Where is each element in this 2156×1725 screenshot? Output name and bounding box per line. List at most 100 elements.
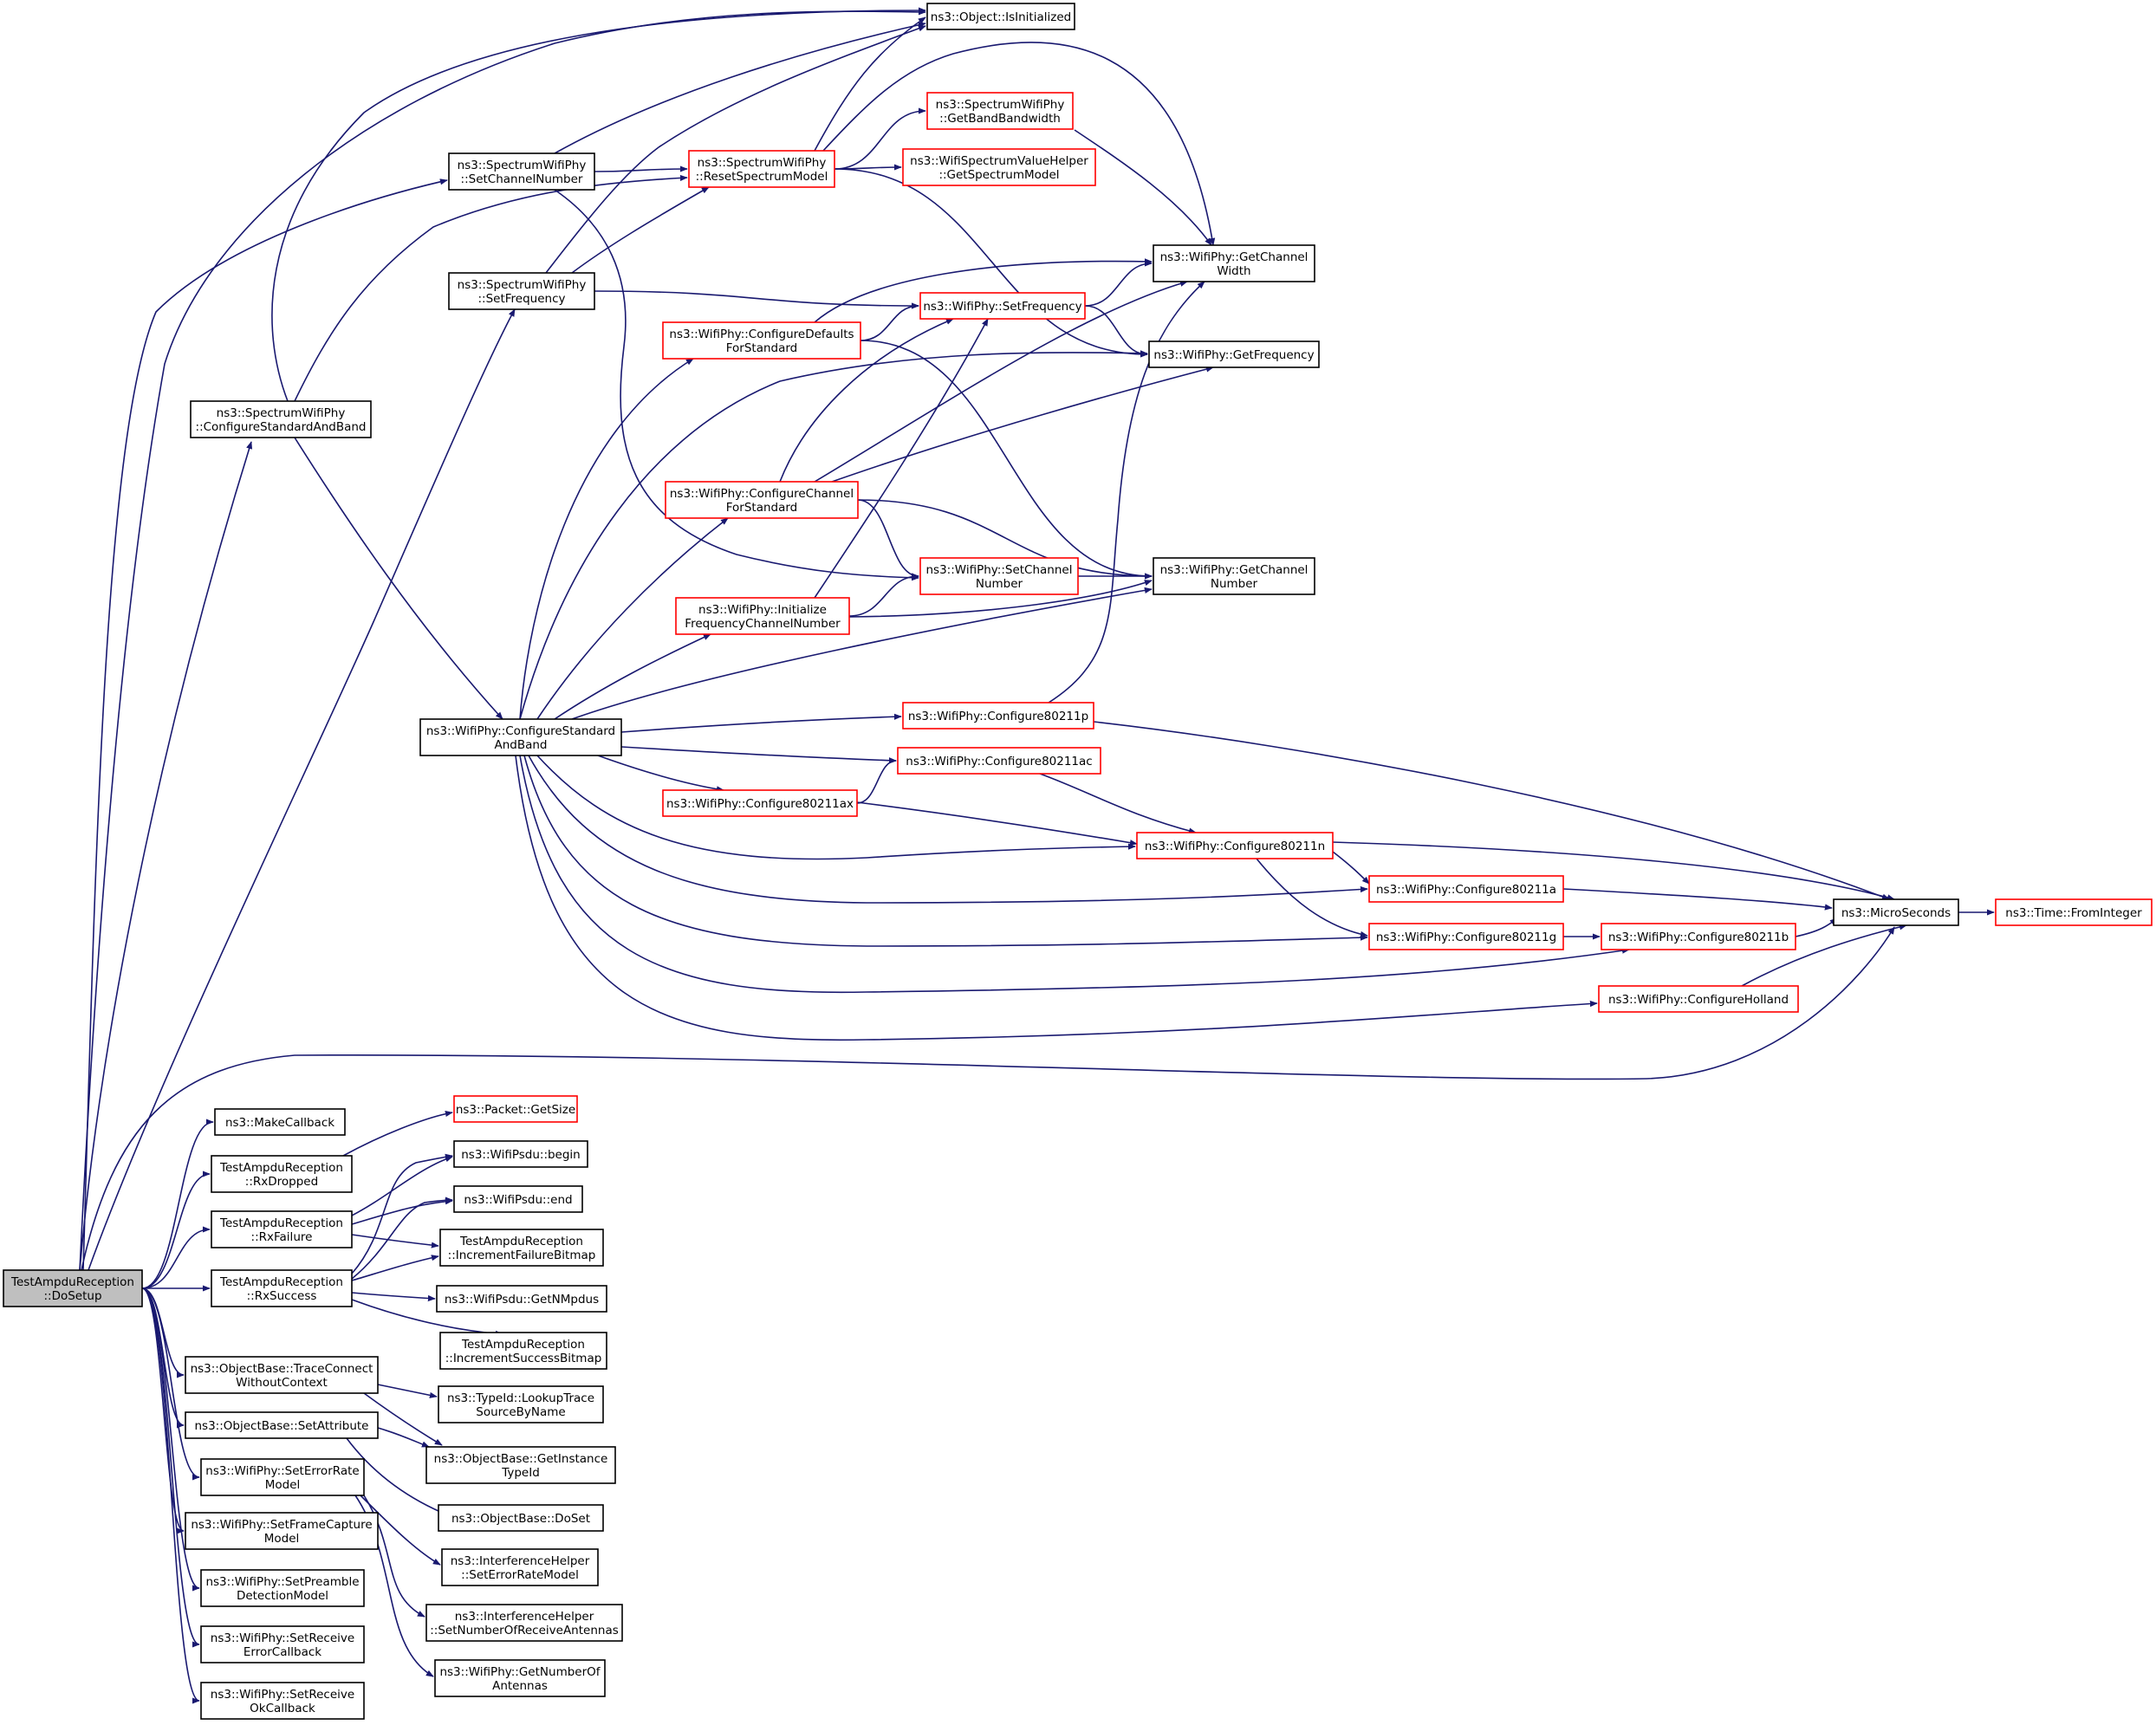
node-label: ::DoSetup [43, 1289, 101, 1303]
node-ssSetFreq[interactable]: ns3::SpectrumWifiPhy::SetFrequency [448, 272, 595, 310]
node-label: ForStandard [726, 501, 798, 515]
node-box [662, 321, 861, 360]
node-box [1153, 557, 1315, 595]
node-ssReset[interactable]: ns3::SpectrumWifiPhy::ResetSpectrumModel [688, 150, 835, 188]
node-traceConn[interactable]: ns3::ObjectBase::TraceConnectWithoutCont… [185, 1356, 379, 1394]
node-c11ac[interactable]: ns3::WifiPhy::Configure80211ac [897, 747, 1101, 775]
node-cfgDefaults[interactable]: ns3::WifiPhy::ConfigureDefaultsForStanda… [662, 321, 861, 360]
node-label: ns3::SpectrumWifiPhy [458, 278, 587, 292]
node-label: ns3::WifiPhy::Initialize [698, 603, 827, 617]
node-box [211, 1269, 353, 1307]
node-setAttr[interactable]: ns3::ObjectBase::SetAttribute [185, 1411, 379, 1439]
node-label: DetectionModel [237, 1589, 328, 1603]
node-label: TestAmpduReception [219, 1216, 343, 1230]
edge-wpCfgStd-to-c11p [620, 713, 902, 733]
edge-wpCfgStd-to-c11ax [597, 755, 724, 793]
edge-ssReset-to-getChanWidth [822, 42, 1216, 246]
edge-traceConn-to-lookupTrace [377, 1384, 438, 1398]
node-wsvGet[interactable]: ns3::WifiSpectrumValueHelper::GetSpectru… [902, 148, 1096, 186]
node-isInit[interactable]: ns3::Object::IsInitialized [926, 3, 1075, 30]
node-getNMpdus[interactable]: ns3::WifiPsdu::GetNMpdus [436, 1285, 607, 1313]
edge-wpCfgStd-to-cfgChan [536, 517, 729, 720]
edge-wpSetFreq-to-getFreq [1084, 305, 1148, 358]
node-wpSetChan[interactable]: ns3::WifiPhy::SetChannelNumber [919, 557, 1079, 595]
node-wpSetFreq[interactable]: ns3::WifiPhy::SetFrequency [919, 292, 1086, 320]
node-holland[interactable]: ns3::WifiPhy::ConfigureHolland [1598, 985, 1799, 1013]
node-micro[interactable]: ns3::MicroSeconds [1833, 898, 1959, 926]
node-ssSetChan[interactable]: ns3::SpectrumWifiPhy::SetChannelNumber [448, 152, 595, 191]
node-doSet[interactable]: ns3::ObjectBase::DoSet [438, 1504, 604, 1532]
node-rxSuccess[interactable]: TestAmpduReception::RxSuccess [211, 1269, 353, 1307]
edge-wpCfgStd-to-c11n [536, 755, 1136, 860]
node-incSucc[interactable]: TestAmpduReception::IncrementSuccessBitm… [439, 1332, 607, 1370]
node-cfgChan[interactable]: ns3::WifiPhy::ConfigureChannelForStandar… [665, 481, 859, 519]
node-box [185, 1356, 379, 1394]
node-psduBegin[interactable]: ns3::WifiPsdu::begin [453, 1140, 588, 1168]
edge-cfgChan-to-getChanWidth [814, 280, 1188, 483]
node-rxFailure[interactable]: TestAmpduReception::RxFailure [211, 1210, 353, 1248]
node-c11n[interactable]: ns3::WifiPhy::Configure80211n [1136, 832, 1334, 859]
node-box [200, 1569, 365, 1607]
node-c11a[interactable]: ns3::WifiPhy::Configure80211a [1368, 875, 1564, 903]
node-c11b[interactable]: ns3::WifiPhy::Configure80211b [1601, 923, 1796, 950]
node-c11ax[interactable]: ns3::WifiPhy::Configure80211ax [662, 789, 858, 817]
node-label: ::SetFrequency [477, 292, 565, 306]
edge-ssReset-to-getFreq [834, 168, 1148, 358]
node-label: ns3::Packet::GetSize [456, 1103, 575, 1117]
node-c11p[interactable]: ns3::WifiPhy::Configure80211p [902, 702, 1094, 730]
node-incFail[interactable]: TestAmpduReception::IncrementFailureBitm… [439, 1229, 604, 1267]
node-initFreq[interactable]: ns3::WifiPhy::InitializeFrequencyChannel… [675, 597, 850, 635]
node-label: ns3::WifiPhy::Configure80211n [1145, 840, 1325, 853]
edge-cfgDefaults-to-getChanWidth [814, 258, 1153, 323]
node-wpCfgStd[interactable]: ns3::WifiPhy::ConfigureStandardAndBand [419, 718, 622, 756]
node-label: ns3::WifiPhy::GetChannel [1160, 563, 1309, 577]
node-label: TestAmpduReception [219, 1275, 343, 1289]
node-box [200, 1682, 365, 1720]
node-label: ns3::WifiPhy::Configure80211ax [666, 797, 854, 811]
node-ihSetErr[interactable]: ns3::InterferenceHelper::SetErrorRateMod… [441, 1548, 599, 1586]
node-getSize[interactable]: ns3::Packet::GetSize [453, 1095, 578, 1123]
node-label: ns3::WifiPhy::SetFrequency [923, 300, 1081, 314]
node-c11g[interactable]: ns3::WifiPhy::Configure80211g [1368, 923, 1564, 950]
node-label: TestAmpduReception [459, 1235, 583, 1248]
node-box [902, 148, 1096, 186]
node-label: ns3::WifiPhy::SetPreamble [205, 1575, 359, 1589]
node-ssCfgStd[interactable]: ns3::SpectrumWifiPhy::ConfigureStandardA… [190, 400, 372, 438]
edge-ssGetBand-to-getChanWidth [1074, 129, 1212, 246]
node-box [453, 1140, 588, 1168]
node-getFreq[interactable]: ns3::WifiPhy::GetFrequency [1148, 340, 1320, 368]
node-setErrRate[interactable]: ns3::WifiPhy::SetErrorRateModel [200, 1458, 365, 1496]
edge-c11a-to-micro [1562, 888, 1833, 911]
node-label: ::SetNumberOfReceiveAntennas [430, 1624, 619, 1637]
node-label: ns3::WifiPhy::ConfigureStandard [426, 724, 615, 738]
node-ssGetBand[interactable]: ns3::SpectrumWifiPhy::GetBandBandwidth [926, 92, 1074, 130]
node-rxDropped[interactable]: TestAmpduReception::RxDropped [211, 1155, 353, 1193]
node-box [1995, 898, 2153, 926]
node-label: ns3::Time::FromInteger [2005, 906, 2142, 920]
edge-c11ax-to-c11ac [856, 757, 897, 804]
node-makeCb[interactable]: ns3::MakeCallback [214, 1108, 346, 1136]
node-label: ForStandard [726, 341, 798, 355]
node-label: ::SetErrorRateModel [461, 1568, 579, 1582]
edge-rxFailure-to-incFail [351, 1234, 439, 1248]
node-psduEnd[interactable]: ns3::WifiPsdu::end [453, 1185, 583, 1213]
node-box [926, 92, 1074, 130]
node-fromInt[interactable]: ns3::Time::FromInteger [1995, 898, 2153, 926]
node-box [200, 1625, 365, 1663]
node-label: FrequencyChannelNumber [685, 617, 841, 631]
node-root[interactable]: TestAmpduReception::DoSetup [3, 1269, 143, 1307]
node-ihSetNum[interactable]: ns3::InterferenceHelper::SetNumberOfRece… [425, 1604, 623, 1642]
node-label: ns3::MakeCallback [225, 1116, 334, 1130]
node-label: ::IncrementSuccessBitmap [445, 1352, 602, 1365]
